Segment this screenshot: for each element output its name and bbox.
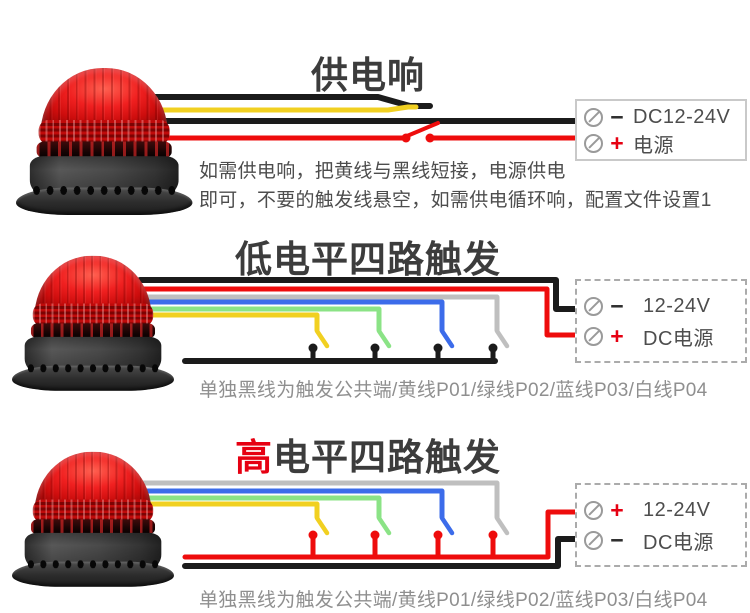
switch-dot-icon <box>425 133 435 143</box>
terminal-row: + DC电源 <box>584 322 745 350</box>
beacon-lens-band <box>38 119 170 145</box>
wire-green-p02-s3 <box>137 495 382 520</box>
minus-sign: − <box>610 526 624 553</box>
screw-terminal-icon <box>584 500 603 520</box>
switch-stubs-s3 <box>310 532 496 559</box>
section3-caption: 单独黑线为触发公共端/黄线P01/绿线P02/蓝线P03/白线P04 <box>199 590 708 611</box>
beacon-lens-band <box>32 303 154 326</box>
switch-lever-icon <box>376 515 392 536</box>
wire-white-p04-s2 <box>137 294 500 333</box>
wire-yellow-p01-s2 <box>137 312 320 333</box>
section1-caption: 如需供电响，把黄线与黑线短接，电源供电 即可，不要的触发线悬空，如需供电循环响，… <box>199 157 712 215</box>
switch-lever-icon <box>314 515 330 536</box>
wire-red-common-s3 <box>182 509 581 560</box>
beacon-light-2 <box>12 254 174 391</box>
wire-yellow-p01-s3 <box>137 501 320 520</box>
switch-dot-icon <box>308 530 318 540</box>
beacon-light-3 <box>12 450 174 587</box>
section2-title: 低电平四路触发 <box>235 239 501 280</box>
plus-sign: + <box>610 129 624 156</box>
wire-blue-p03-s3 <box>137 488 445 520</box>
switch-dot-icon <box>370 530 380 540</box>
wire-black-negative-s2 <box>137 277 581 312</box>
terminal-label: 12-24V <box>643 498 711 521</box>
wire-white-p04-s3 <box>137 480 500 520</box>
terminal-row: − DC12-24V <box>584 103 745 130</box>
switch-dot-icon <box>433 343 443 353</box>
switch-dot-icon <box>488 530 498 540</box>
switch-lever-icon <box>439 328 455 349</box>
terminal-label: DC电源 <box>643 327 714 350</box>
section1-caption-line1: 如需供电响，把黄线与黑线短接，电源供电 <box>199 161 566 182</box>
terminal-box-3: + 12-24V − DC电源 <box>575 483 747 567</box>
switch-lever-icon <box>439 515 455 536</box>
terminal-box-2: − 12-24V + DC电源 <box>575 279 747 363</box>
section3-title: 高电平四路触发 <box>0 427 736 481</box>
section3-title-rest: 电平四路触发 <box>273 437 501 478</box>
wire-blue-p03-s2 <box>137 299 445 333</box>
plus-sign: + <box>610 322 624 349</box>
switch-dot-icon <box>401 133 411 143</box>
screw-terminal-icon <box>584 326 603 346</box>
switch-lever-icon <box>376 328 392 349</box>
switch-dot-icon <box>308 343 318 353</box>
section1-caption-line2: 即可，不要的触发线悬空，如需供电循环响，配置文件设置1 <box>199 190 712 211</box>
switch-stubs-s2 <box>310 344 496 363</box>
terminal-label: 电源 <box>633 134 674 157</box>
terminal-box-1: − DC12-24V + 电源 <box>575 99 747 161</box>
beacon-dark-band <box>30 323 156 339</box>
switch-dot-icon <box>370 343 380 353</box>
switch-lever-icon-s1 <box>405 121 440 138</box>
switch-lever-icon <box>494 515 510 536</box>
beacon-light-1 <box>16 66 193 215</box>
section3-title-highlight: 高 <box>235 437 273 478</box>
wire-yellow-shorted <box>147 104 419 113</box>
section2-caption: 单独黑线为触发公共端/黄线P01/绿线P02/蓝线P03/白线P04 <box>199 380 708 401</box>
screw-terminal-icon <box>584 133 603 153</box>
terminal-row: + 电源 <box>584 129 745 157</box>
terminal-row: + 12-24V <box>584 496 745 523</box>
minus-sign: − <box>610 103 624 130</box>
switch-lever-icon <box>314 328 330 349</box>
screw-terminal-icon <box>584 107 603 127</box>
beacon-dark-band <box>30 519 156 535</box>
wire-black-shorted <box>147 94 433 109</box>
terminal-label: DC电源 <box>643 531 714 554</box>
terminal-row: − 12-24V <box>584 292 745 319</box>
minus-sign: − <box>610 292 624 319</box>
switch-dot-icon <box>488 343 498 353</box>
terminal-row: − DC电源 <box>584 526 745 554</box>
beacon-dark-band <box>36 141 172 159</box>
wire-red-positive-s2 <box>137 286 581 338</box>
beacon-base-holes <box>30 184 180 198</box>
beacon-lens-band <box>32 499 154 522</box>
switch-dot-icon <box>433 530 443 540</box>
wire-green-p02-s2 <box>137 306 382 333</box>
terminal-label: 12-24V <box>643 294 711 317</box>
plus-sign: + <box>610 496 624 523</box>
switch-lever-icon <box>494 328 510 349</box>
screw-terminal-icon <box>584 530 603 550</box>
wire-black-negative-s3 <box>182 536 581 569</box>
screw-terminal-icon <box>584 296 603 316</box>
beacon-base-holes <box>25 558 163 571</box>
beacon-base-holes <box>25 362 163 375</box>
terminal-label: DC12-24V <box>633 105 731 128</box>
section1-title: 供电响 <box>311 55 425 96</box>
